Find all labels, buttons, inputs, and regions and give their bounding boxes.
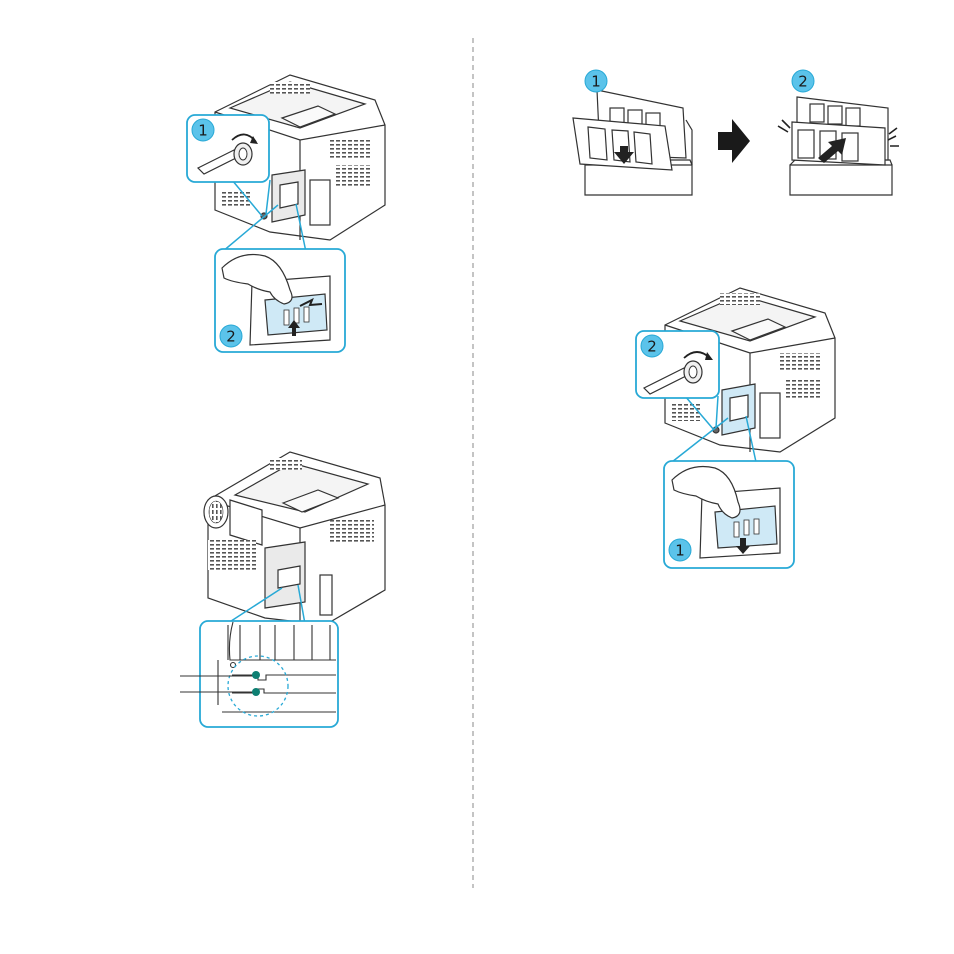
step-badge-1-b: 1 bbox=[669, 539, 691, 561]
module-step-badge-2-label: 2 bbox=[798, 73, 808, 91]
figure-insert-module: 1 2 bbox=[573, 70, 899, 195]
module-step-badge-2: 2 bbox=[792, 70, 814, 92]
figure-replace-cover: 2 1 bbox=[636, 288, 835, 568]
module-step-badge-1: 1 bbox=[585, 70, 607, 92]
figure-remove-cover: 1 2 bbox=[187, 75, 385, 352]
next-step-arrow-icon bbox=[718, 119, 750, 163]
step-badge-1-b-label: 1 bbox=[675, 542, 685, 560]
step-badge-2-b: 2 bbox=[641, 335, 663, 357]
step-badge-2: 2 bbox=[220, 325, 242, 347]
module-insert-step-2 bbox=[778, 97, 899, 195]
step-badge-1-label: 1 bbox=[198, 122, 208, 140]
step-badge-2-b-label: 2 bbox=[647, 338, 657, 356]
step-badge-1: 1 bbox=[192, 119, 214, 141]
callout-box-slot bbox=[200, 621, 338, 727]
step-badge-2-label: 2 bbox=[226, 328, 236, 346]
pointer-dot-lower bbox=[252, 688, 260, 696]
printer-rear-illustration bbox=[204, 452, 385, 625]
module-step-badge-1-label: 1 bbox=[591, 73, 601, 91]
figure-memory-slot bbox=[180, 452, 385, 727]
pointer-dot-upper bbox=[252, 671, 260, 679]
module-insert-step-1 bbox=[573, 90, 692, 195]
